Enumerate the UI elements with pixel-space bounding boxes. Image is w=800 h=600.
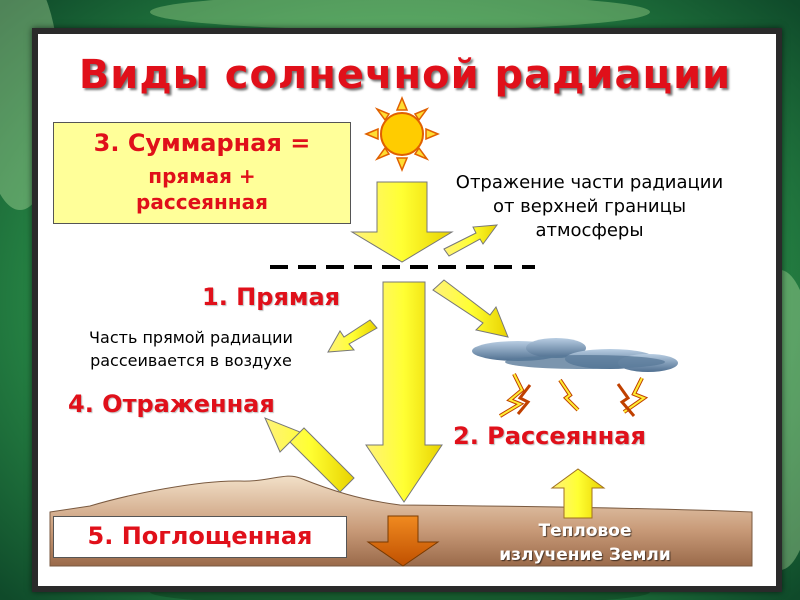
thermal-line2: излучение Земли	[499, 545, 671, 565]
lightning-icon	[498, 373, 649, 418]
upper-reflection-line3: атмосферы	[535, 220, 644, 241]
thermal-radiation-text: Тепловое излучение Земли	[470, 519, 700, 567]
summary-box: 3. Суммарная = прямая + рассеянная	[53, 122, 351, 224]
to-cloud-arrow	[432, 279, 509, 338]
summary-line1: прямая +	[148, 164, 256, 188]
upper-reflection-line2: от верхней границы	[492, 196, 687, 217]
scatter-note-line2: рассеивается в воздухе	[90, 351, 292, 370]
summary-heading: 3. Суммарная =	[93, 129, 311, 157]
thermal-arrow	[550, 468, 606, 519]
summary-line2: рассеянная	[136, 190, 268, 214]
scatter-note: Часть прямой радиации рассеивается в воз…	[52, 326, 330, 372]
thermal-line1: Тепловое	[538, 521, 632, 541]
absorbed-arrow	[366, 515, 440, 567]
direct-label: 1. Прямая	[202, 283, 341, 311]
cloud-icon	[472, 338, 678, 372]
sun-icon	[364, 96, 440, 172]
upper-reflection-arrow	[443, 224, 499, 257]
reflected-arrow	[264, 417, 355, 493]
absorbed-label: 5. Поглощенная	[87, 522, 313, 550]
incoming-arrow	[350, 181, 454, 263]
upper-reflection-text: Отражение части радиации от верхней гран…	[432, 171, 747, 243]
slide-title: Виды солнечной радиации	[78, 52, 732, 98]
summary-body: прямая + рассеянная	[54, 163, 350, 215]
reflected-label: 4. Отраженная	[68, 390, 275, 418]
upper-reflection-line1: Отражение части радиации	[455, 172, 724, 193]
direct-arrow	[365, 281, 443, 503]
scatter-arrow	[327, 319, 378, 353]
scatter-note-line1: Часть прямой радиации	[89, 328, 293, 347]
diffuse-label: 2. Рассеянная	[453, 422, 646, 450]
absorbed-box: 5. Поглощенная	[53, 516, 347, 558]
